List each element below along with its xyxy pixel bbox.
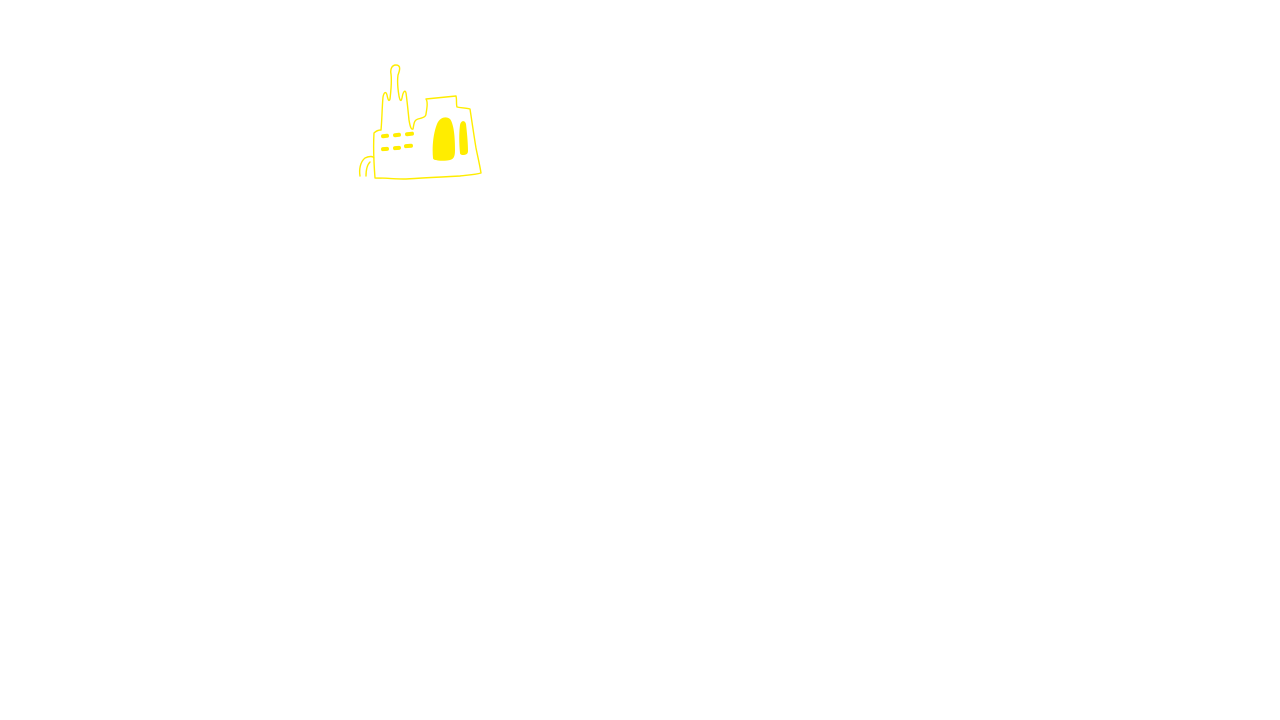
factory-outline — [358, 64, 482, 180]
factory-sketch-icon — [352, 58, 488, 186]
factory-doors — [432, 117, 468, 161]
factory-windows — [381, 131, 414, 152]
